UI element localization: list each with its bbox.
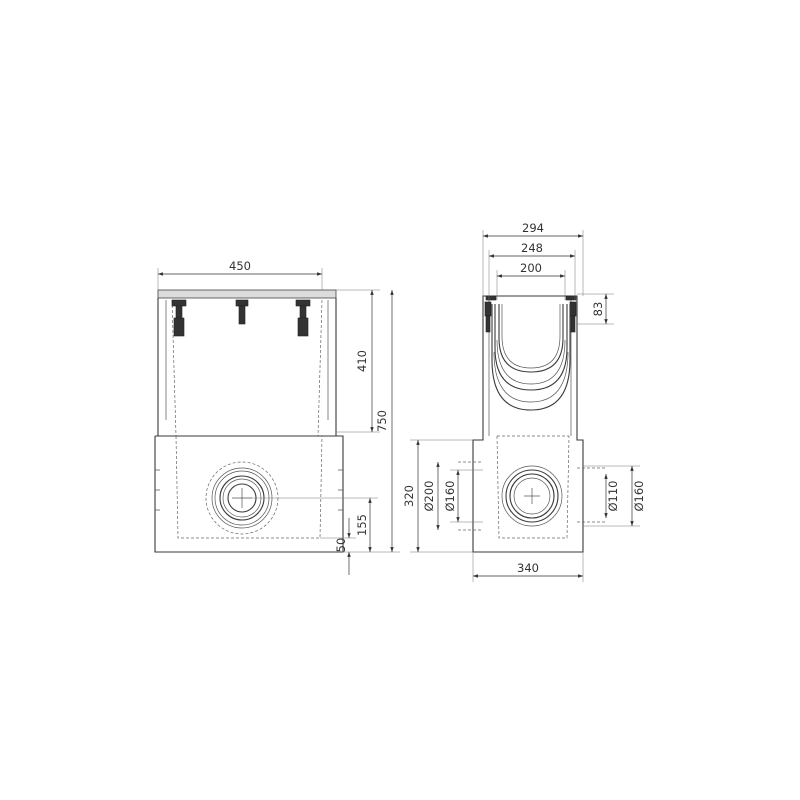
dim-diam-110: Ø110 [604,474,620,518]
label-50: 50 [334,538,348,553]
label-410: 410 [355,350,369,372]
dim-294: 294 [482,221,584,296]
front-lower-body [154,435,344,553]
label-diam-160-left: Ø160 [443,480,457,511]
label-294: 294 [522,221,544,235]
trough-profiles [491,304,571,411]
front-view: 450 410 750 155 50 [154,259,400,575]
side-view: 294 248 200 83 320 [402,221,646,582]
side-outlet [501,465,563,527]
label-750: 750 [375,410,389,432]
front-upper-body [157,298,337,437]
label-340: 340 [517,561,539,575]
side-latch-left [484,301,492,333]
label-320: 320 [402,485,416,507]
dim-248: 248 [488,241,576,300]
dim-450: 450 [157,259,323,290]
dim-410: 410 [336,289,380,433]
latch-right [295,299,311,337]
label-diam-160-right: Ø160 [632,480,646,511]
dim-diam-160-right: Ø160 [583,465,646,527]
dim-155: 155 [242,497,378,552]
label-200: 200 [520,261,542,275]
dim-83: 83 [577,293,614,325]
label-450: 450 [229,259,251,273]
dim-diam-160-left: Ø160 [443,469,483,523]
dim-50: 50 [320,518,356,575]
label-155: 155 [355,514,369,536]
dim-diam-200: Ø200 [422,462,440,530]
latch-center [235,299,249,325]
label-248: 248 [521,241,543,255]
dim-750: 750 [343,290,400,553]
dim-320: 320 [402,439,473,553]
front-grate [157,289,337,299]
side-latch-right [569,301,577,333]
dim-200: 200 [496,261,566,300]
dim-340: 340 [472,552,584,582]
label-diam-200: Ø200 [422,480,436,511]
latch-left [171,299,187,337]
label-diam-110: Ø110 [606,480,620,511]
label-83: 83 [591,302,605,317]
